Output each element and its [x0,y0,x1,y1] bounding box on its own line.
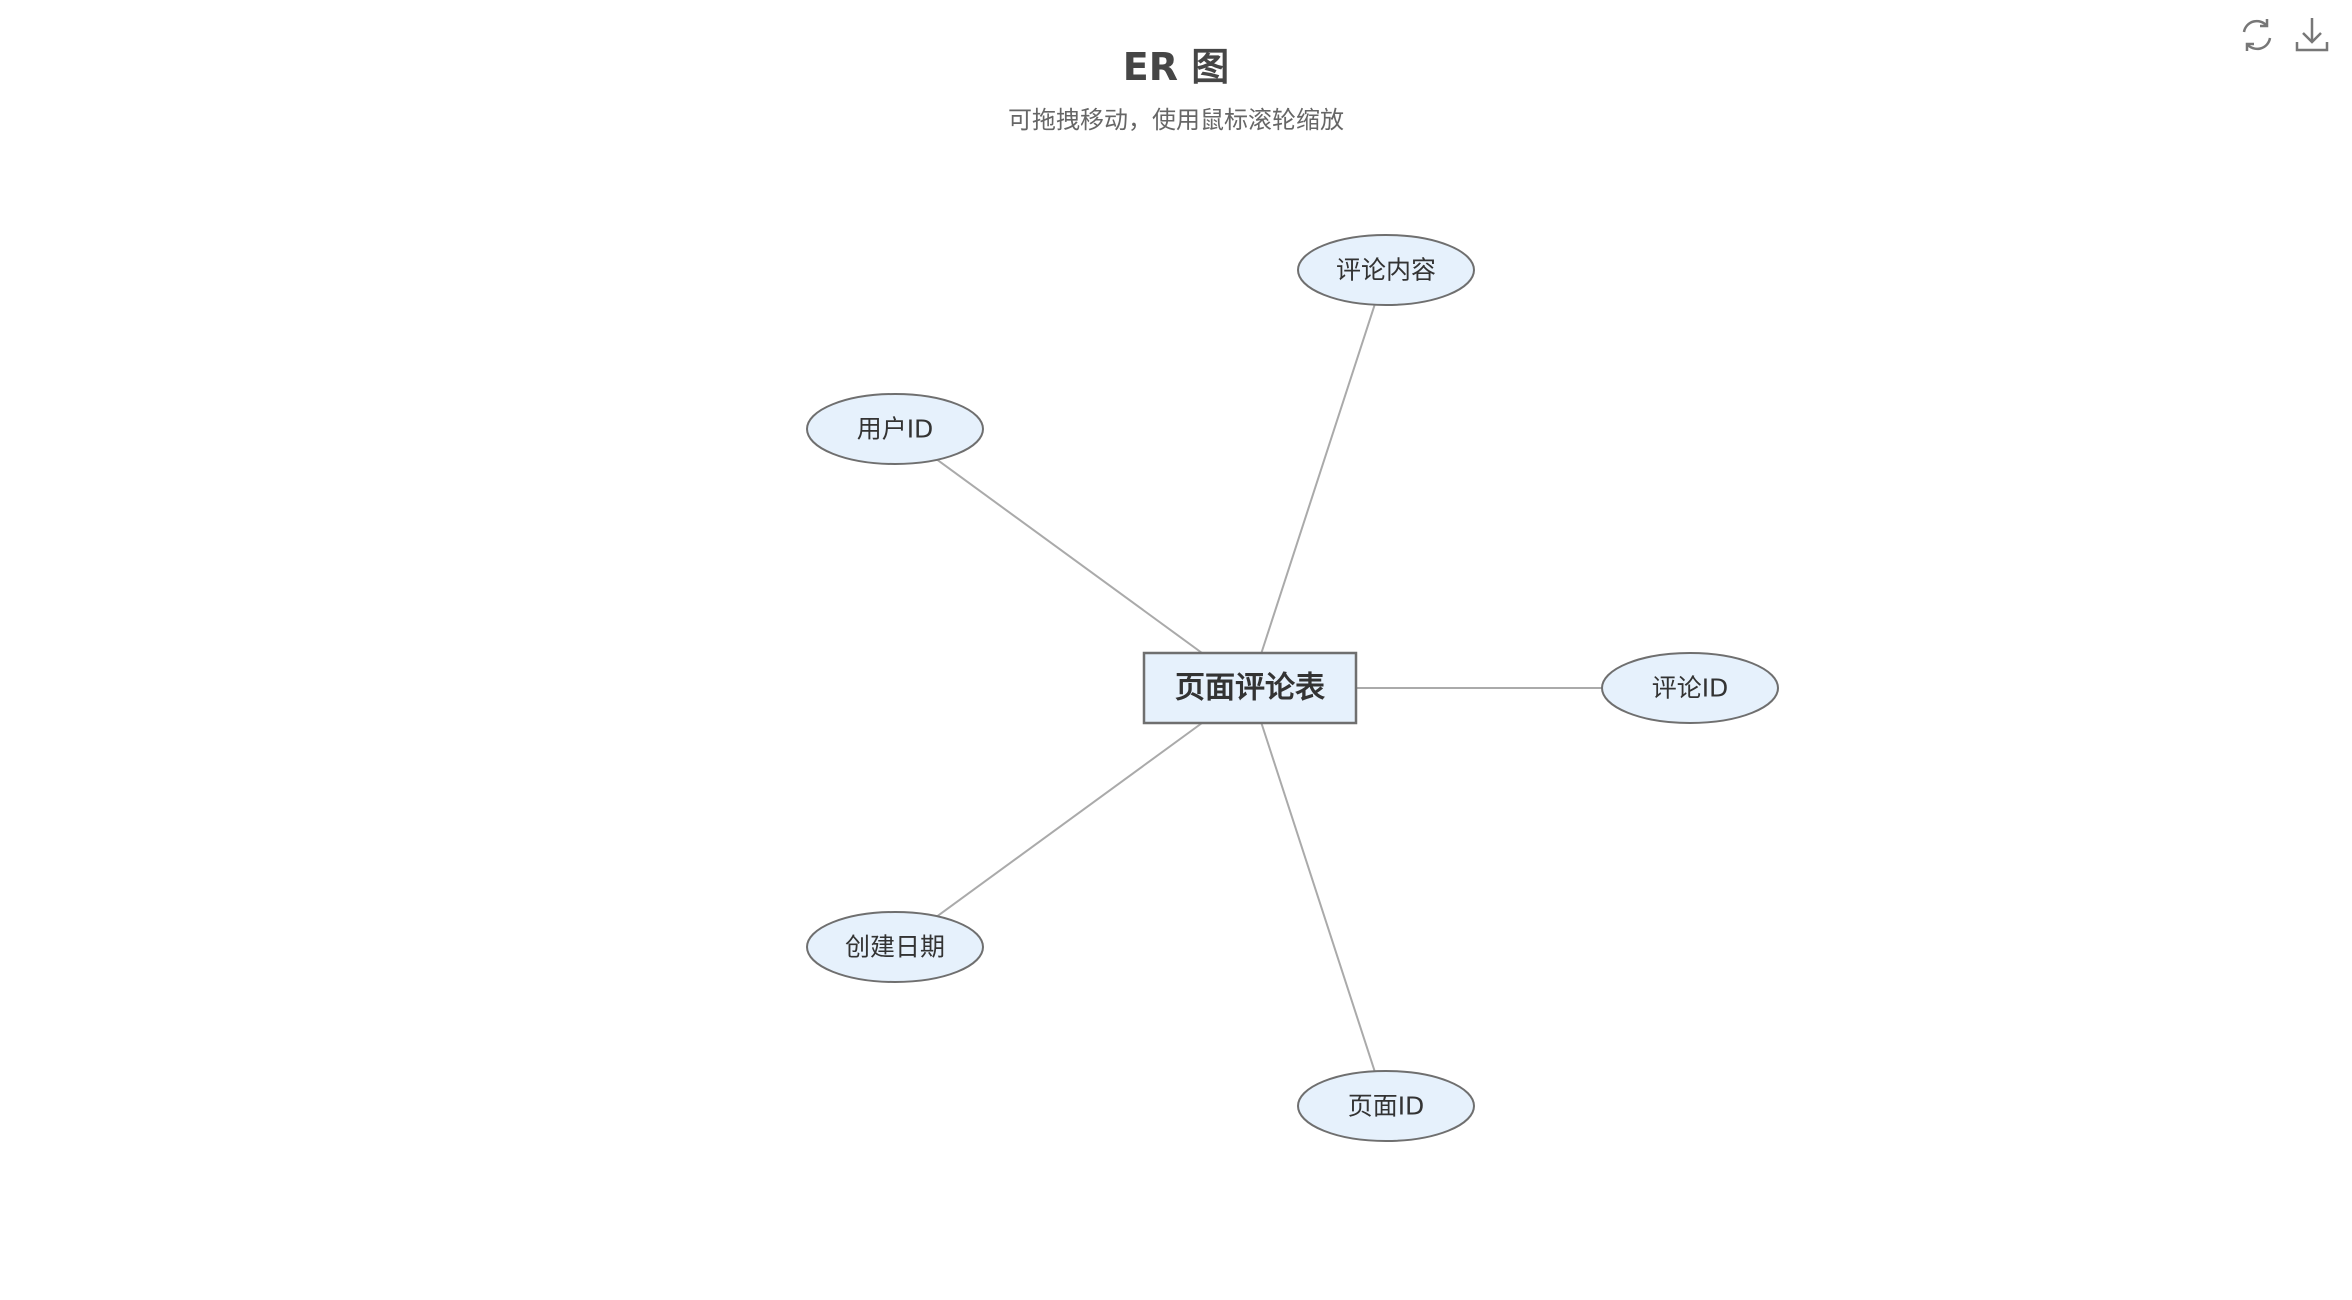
attribute-node-comment-id[interactable]: 评论ID [1601,652,1779,724]
attribute-label: 评论内容 [1336,256,1436,285]
refresh-icon [2242,19,2272,51]
entity-node[interactable]: 页面评论表 [1142,651,1358,725]
page-subtitle: 可拖拽移动，使用鼠标滚轮缩放 [1008,106,1344,134]
download-icon [2295,18,2329,52]
attribute-label: 页面ID [1348,1092,1425,1121]
entity-box[interactable] [1142,651,1358,725]
attribute-ellipse[interactable] [806,911,984,983]
page-title: ER 图 [1122,45,1230,89]
entity-label: 页面评论表 [1175,671,1325,706]
attribute-ellipse[interactable] [806,393,984,465]
download-button[interactable] [2287,10,2337,60]
attribute-node-page-id[interactable]: 页面ID [1297,1070,1475,1142]
attribute-node-created-date[interactable]: 创建日期 [806,911,984,983]
attribute-node-user-id[interactable]: 用户ID [806,393,984,465]
attribute-ellipse[interactable] [1297,1070,1475,1142]
edge-comment-content [1260,304,1376,654]
attribute-node-comment-content[interactable]: 评论内容 [1297,234,1475,306]
edge-created-date [936,722,1203,918]
attribute-ellipse[interactable] [1297,234,1475,306]
attribute-label: 创建日期 [845,933,945,962]
attribute-label: 用户ID [857,415,934,444]
edge-user-id [936,458,1203,654]
edge-page-id [1260,722,1376,1072]
attribute-label: 评论ID [1652,674,1729,703]
edge-layer [936,304,1602,1072]
refresh-button[interactable] [2232,10,2282,60]
attribute-ellipse[interactable] [1601,652,1779,724]
toolbar [2232,10,2352,60]
